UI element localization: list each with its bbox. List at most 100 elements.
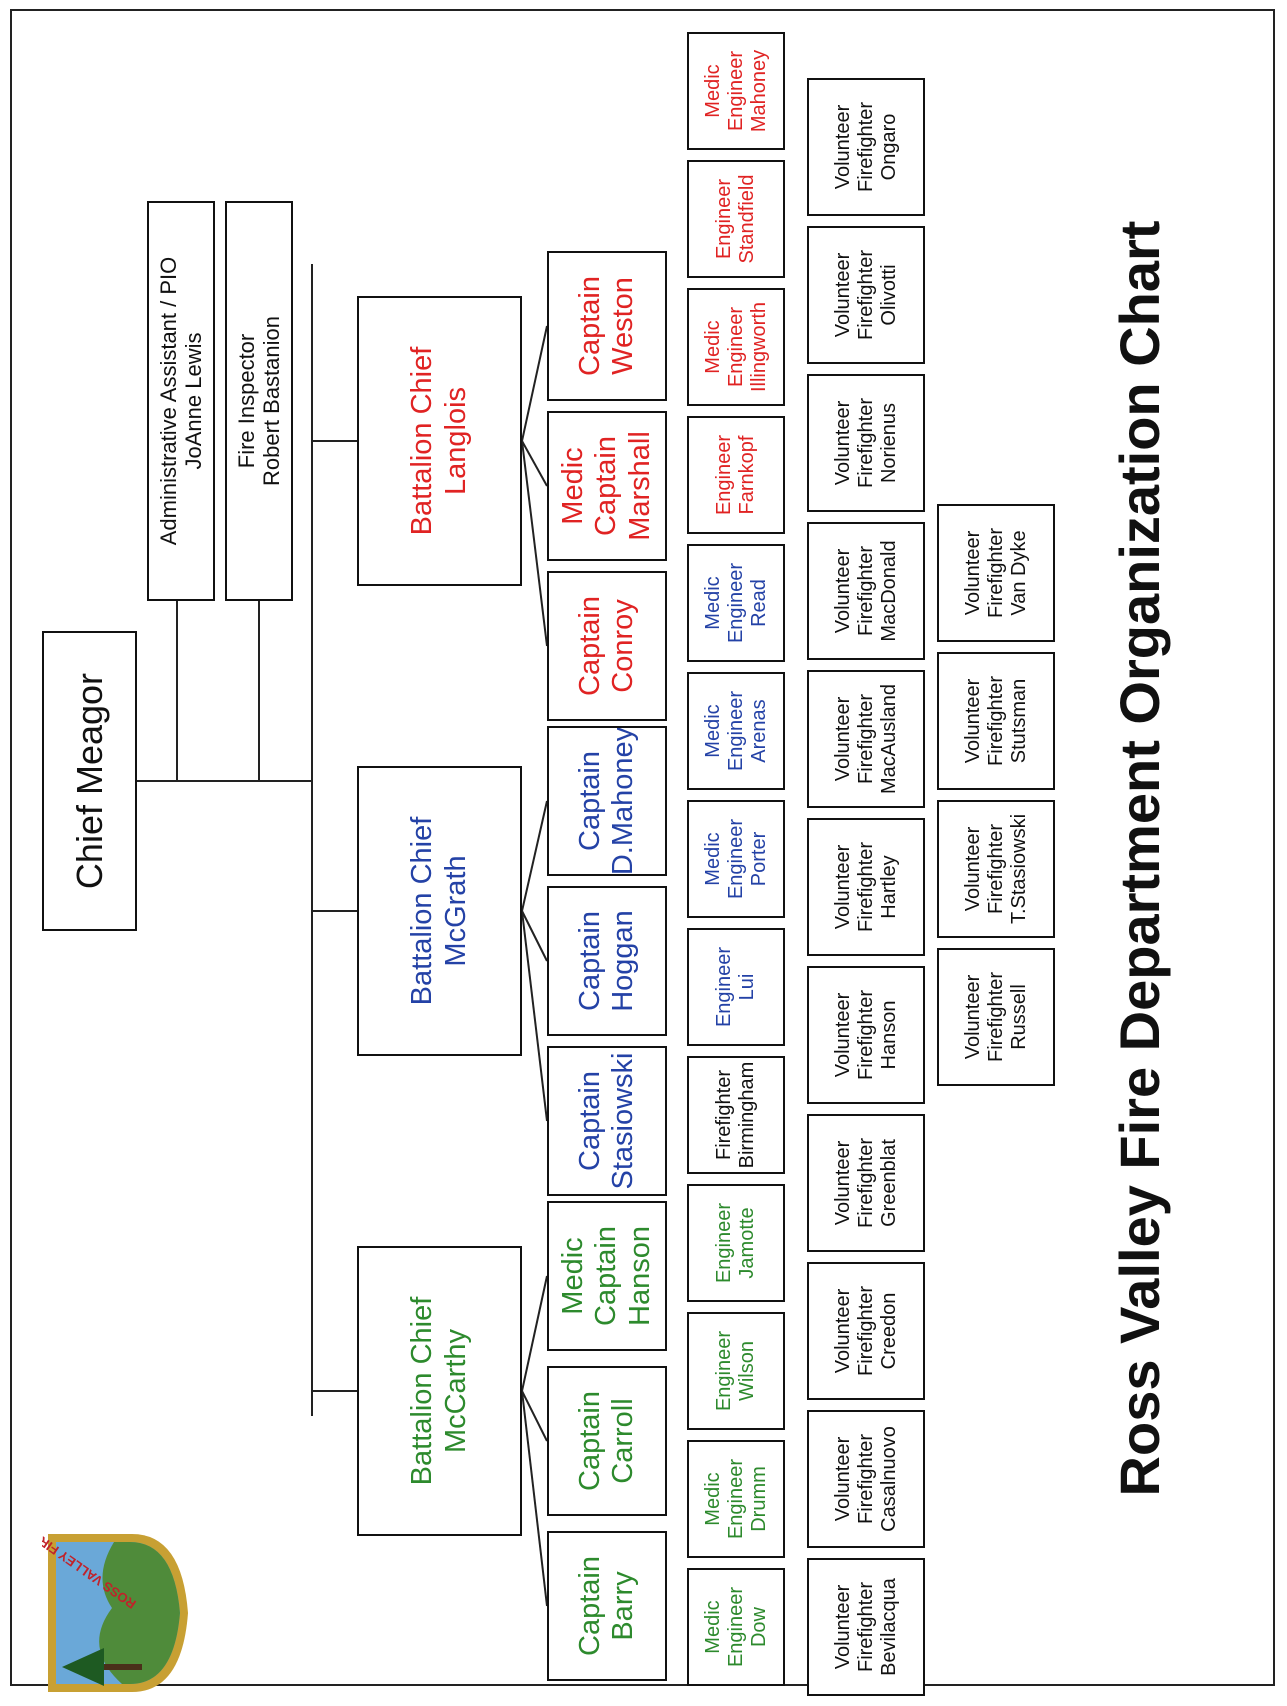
engineer-0-0-box-line: Engineer [724,1586,747,1668]
captain-1-0-box-line: Captain [573,1071,606,1171]
rotated-chart-canvas: Chief Meagor Administrative Assistant / P… [12,11,1287,1706]
engineer-0-1-box-line: Drumm [747,1466,770,1532]
engineer-1-3-box-line: Engineer [724,562,747,644]
captain-2-2-box-line: Captain [573,276,606,376]
chart-title: Ross Valley Fire Department Organization… [1108,220,1171,1497]
volunteer-row1-7-box-line: Firefighter [854,545,877,637]
engineer-0-4-box-line: Birmingham [736,1061,758,1169]
battalion-chief-2-box-line: Langlois [439,386,472,496]
volunteer-row1-3-box-line: Volunteer [831,1140,854,1226]
engineer-1-1-box-line: Porter [747,831,770,887]
engineer-2-1-box-line: Engineer [724,306,747,388]
engineer-1-1-box-line: Engineer [724,818,747,900]
captain-2-1-connector-line [521,440,548,487]
engineer-1-2-box-line: Engineer [724,690,747,772]
captain-0-2-box-line: Captain [590,1226,623,1326]
captain-2-1-box-line: Medic [556,447,589,525]
volunteer-row1-3-box-line: Firefighter [854,1137,877,1229]
shield-tree-trunk [102,1664,142,1670]
volunteer-row2-3-box-line: Volunteer [961,530,984,616]
volunteer-row1-4-box-line: Volunteer [831,992,854,1078]
captain-1-1-box-line: Captain [573,911,606,1011]
volunteer-row2-0-box-line: Volunteer [961,974,984,1060]
battalion-chief-0-box-line: Battalion Chief [406,1296,439,1486]
volunteer-row1-10-box-line: Firefighter [854,101,877,193]
engineer-0-1-box-line: Medic [701,1472,724,1526]
engineer-1-3-box-line: Medic [701,576,724,630]
captain-1-2-box-line: Captain [573,751,606,851]
volunteer-row1-2-box-line: Creedon [877,1292,900,1370]
engineer-1-2-box-line: Medic [701,704,724,758]
volunteer-row1-4-box-line: Hanson [877,1000,900,1070]
volunteer-row1-10-box-line: Volunteer [831,104,854,190]
captain-1-2-box-line: D.Mahoney [607,726,639,876]
volunteer-row1-3-box-line: Greenblat [877,1139,900,1227]
captain-0-0-box-line: Barry [607,1571,639,1641]
volunteer-row2-0-box-line: Russell [1007,984,1030,1050]
captain-1-1-connector-line [521,910,548,962]
engineer-1-0-box-line: Lui [736,973,758,1001]
engineer-0-0-box-line: Dow [747,1607,770,1648]
volunteer-row1-8-box-line: Norienus [877,402,900,484]
volunteer-row2-3-box-line: Van Dyke [1007,530,1030,616]
volunteer-row1-9-box-line: Firefighter [854,249,877,341]
captain-0-1-box-line: Carroll [607,1398,639,1484]
engineer-0-2-box-line: Wilson [736,1341,758,1402]
volunteer-row2-1-box-line: Volunteer [961,826,984,912]
admin-assistant-box-line: Administrative Assistant / PIO [155,256,181,546]
fire-inspector-box-line: Robert Bastanion [259,316,284,486]
captain-2-1-box-line: Marshall [623,431,656,541]
chief-box-line: Chief Meagor [68,672,110,890]
volunteer-row1-4-box-line: Firefighter [854,989,877,1081]
captain-1-0-box-line: Stasiowski [607,1052,639,1190]
engineer-2-0-box-line: Farnkopf [736,435,758,515]
captain-1-1-box-line: Hoggan [607,910,639,1012]
volunteer-row2-1-box-line: Firefighter [984,823,1007,915]
engineer-0-0-box-line: Medic [701,1600,724,1654]
volunteer-row1-6-box-line: Firefighter [854,693,877,785]
shield-tree [62,1648,104,1686]
org-chart-page: Chief Meagor Administrative Assistant / P… [10,9,1275,1696]
volunteer-row1-5-box-line: Firefighter [854,841,877,933]
captain-2-2-box-line: Weston [607,277,639,375]
volunteer-row1-1-box-line: Casalnuovo [877,1426,900,1532]
captain-0-2-box-line: Hanson [623,1226,656,1326]
volunteer-row2-2-box-line: Stutsman [1007,678,1030,764]
engineer-0-1-box-line: Engineer [724,1458,747,1540]
volunteer-row1-2-box-line: Firefighter [854,1285,877,1377]
volunteer-row1-7-box-line: MacDonald [877,540,900,642]
chief-box: Chief Meagor [42,631,137,931]
engineer-0-3-box-line: Engineer [713,1202,735,1284]
captain-0-1-box-line: Captain [573,1391,606,1491]
volunteer-row1-6-box-line: Volunteer [831,696,854,782]
engineer-2-2-box-line: Standfield [736,174,758,264]
captain-1-0-connector-line [521,910,548,1122]
captain-0-1-connector-line [521,1390,548,1442]
volunteer-row2-3-box-line: Firefighter [984,527,1007,619]
